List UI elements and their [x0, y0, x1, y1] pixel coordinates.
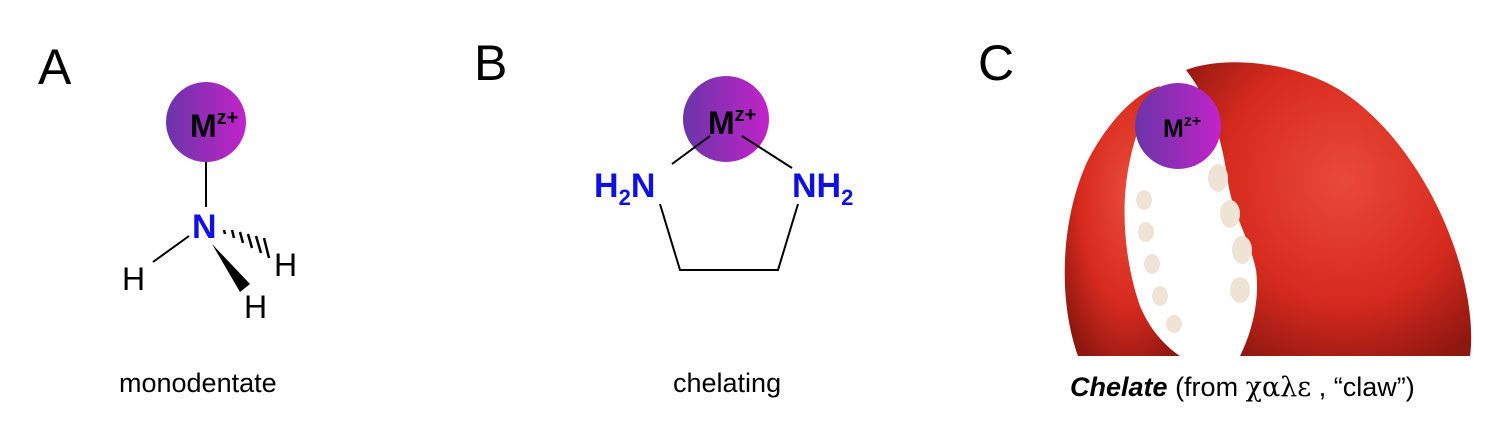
- n-h-bond-hashed: [222, 229, 271, 259]
- metal-ion-circle: [1135, 83, 1221, 169]
- panel-chelating: B Mz+ H2N NH2 chelating: [420, 0, 960, 424]
- caption-chelate-word: Chelate: [1070, 372, 1168, 402]
- monodentate-structure: Mz+ N H H H: [122, 82, 297, 325]
- metal-ion-label: Mz+: [1163, 113, 1201, 143]
- panel-label-a: A: [38, 39, 72, 95]
- caption-greek-word: χαλε: [1245, 372, 1312, 403]
- claw-gap: [1137, 118, 1252, 346]
- ethylene-backbone: [659, 203, 799, 271]
- hydrogen-right: H: [274, 247, 297, 283]
- lobster-claw-illustration: Mz+: [1064, 62, 1472, 356]
- nitrogen-atom: N: [192, 208, 217, 246]
- hydrogen-bottom: H: [244, 289, 267, 325]
- panel-label-c: C: [978, 35, 1015, 91]
- claw-left-pincer: [1064, 86, 1180, 356]
- caption-monodentate: monodentate: [119, 368, 277, 398]
- caption-claw: , “claw”): [1318, 372, 1415, 402]
- n-h-bond-wedge: [212, 244, 250, 292]
- panel-claw: C: [960, 0, 1498, 424]
- left-amine: H2N: [594, 167, 655, 210]
- panel-monodentate: A Mz+ N H H H monodentate: [0, 0, 420, 424]
- metal-nitrogen-bond-right: [741, 135, 793, 169]
- metal-ion-circle: [166, 82, 246, 162]
- metal-nitrogen-bond-left: [671, 135, 711, 165]
- claw-teeth-right: [1208, 164, 1252, 303]
- chelating-structure: Mz+ H2N NH2: [594, 76, 853, 271]
- metal-ion-label: Mz+: [190, 107, 238, 144]
- caption-chelate-etymology: Chelate (from χαλε , “claw”): [1070, 372, 1415, 403]
- hydrogen-left: H: [122, 261, 145, 297]
- metal-ion-label: Mz+: [708, 104, 756, 141]
- right-amine: NH2: [792, 167, 853, 210]
- caption-chelating: chelating: [673, 368, 782, 398]
- caption-from: (from: [1175, 372, 1239, 402]
- panel-label-b: B: [474, 35, 508, 91]
- n-h-bond-left: [152, 235, 190, 263]
- claw-teeth-left: [1136, 190, 1182, 333]
- claw-right-pincer: [1186, 62, 1472, 356]
